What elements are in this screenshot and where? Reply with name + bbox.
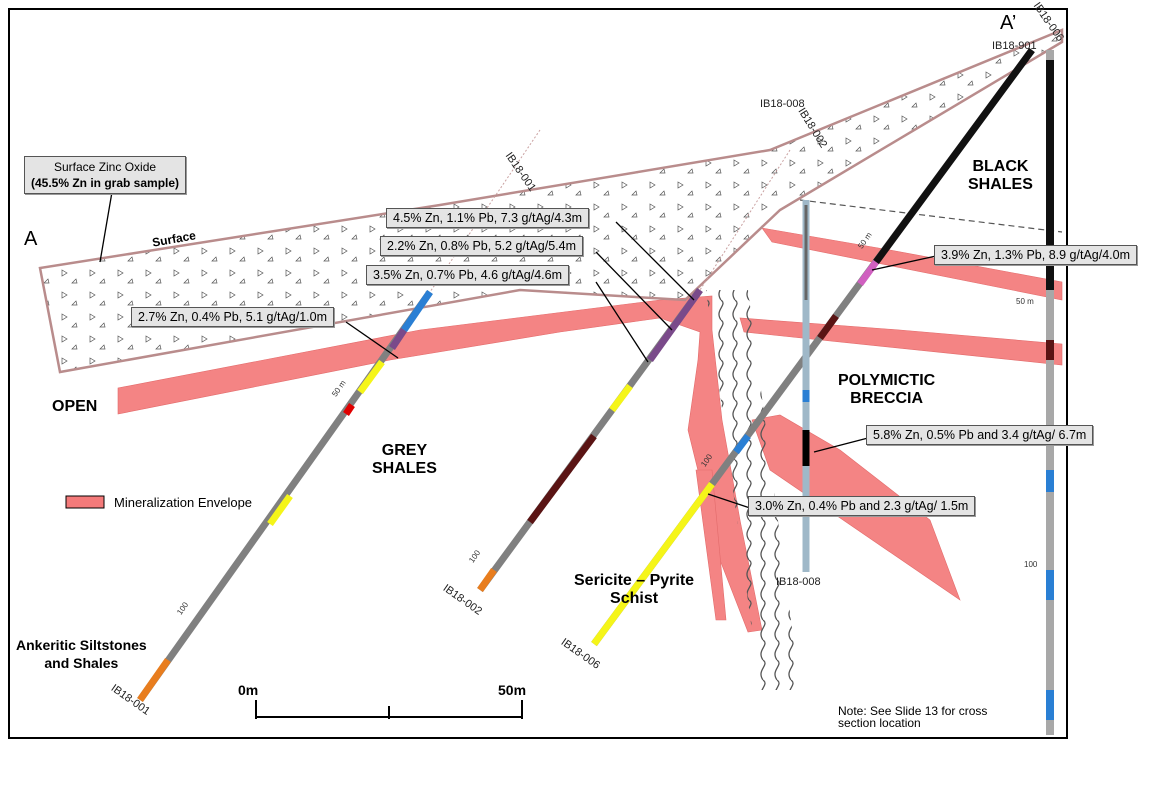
- section-end-a: A: [24, 228, 38, 250]
- callout-intercept-4: 2.7% Zn, 0.4% Pb, 5.1 g/tAg/1.0m: [131, 307, 334, 327]
- label-black-shales-line1: BLACK: [972, 158, 1029, 175]
- callout-leaders: [99, 191, 937, 511]
- note-line1: Note: See Slide 13 for cross: [838, 704, 988, 718]
- label-ankeritic-line1: Ankeritic Siltstones: [16, 637, 147, 653]
- label-polymictic-line2: BRECCIA: [850, 390, 924, 407]
- callout-surface-zinc-oxide-line2: (45.5% Zn in grab sample): [31, 176, 180, 190]
- callout-surface-zinc-oxide-line1: Surface Zinc Oxide: [54, 160, 157, 174]
- callout-intercept-2: 2.2% Zn, 0.8% Pb, 5.2 g/tAg/5.4m: [380, 236, 583, 256]
- hole-label-ib18-901-top: IB18-901: [992, 40, 1037, 52]
- fault-zone: [706, 290, 800, 690]
- label-grey-shales: GREY SHALES: [372, 442, 437, 478]
- callout-intercept-1: 4.5% Zn, 1.1% Pb, 7.3 g/tAg/4.3m: [386, 208, 589, 228]
- drillhole-ib18-002: [477, 149, 791, 593]
- note-text: Note: See Slide 13 for cross section loc…: [838, 705, 987, 729]
- depth-tick-100-ib18-901: 100: [1024, 560, 1038, 569]
- label-sericite-pyrite-schist: Sericite – Pyrite Schist: [574, 572, 694, 608]
- callout-intercept-5: 3.9% Zn, 1.3% Pb, 8.9 g/tAg/4.0m: [934, 245, 1137, 265]
- label-ankeritic-line2: and Shales: [44, 655, 119, 671]
- callout-intercept-6: 5.8% Zn, 0.5% Pb and 3.4 g/tAg/ 6.7m: [866, 425, 1094, 445]
- dashed-contact: [799, 199, 1063, 233]
- scale-bar: [255, 700, 523, 719]
- legend-label: Mineralization Envelope: [114, 495, 253, 510]
- label-ankeritic-siltstones: Ankeritic Siltstones and Shales: [16, 636, 147, 672]
- label-grey-shales-line2: SHALES: [372, 460, 437, 477]
- legend-swatch: [65, 495, 105, 509]
- depth-tick-50-ib18-901: 50 m: [1016, 297, 1034, 306]
- drillhole-ib18-006: [591, 47, 1035, 647]
- hole-label-ib18-008-top: IB18-008: [760, 98, 805, 110]
- callout-surface-zinc-oxide: Surface Zinc Oxide (45.5% Zn in grab sam…: [24, 156, 187, 194]
- label-sericite-line2: Schist: [610, 590, 659, 607]
- callout-intercept-3: 3.5% Zn, 0.7% Pb, 4.6 g/tAg/4.6m: [366, 265, 569, 285]
- label-black-shales-line2: SHALES: [968, 176, 1033, 193]
- label-polymictic-line1: POLYMICTIC: [838, 372, 936, 389]
- envelope-lower-spur: [695, 469, 727, 621]
- surface-oxide-layer: [38, 28, 1064, 374]
- section-end-a-prime: A’: [1000, 12, 1017, 34]
- note-line2: section location: [838, 716, 921, 730]
- label-black-shales: BLACK SHALES: [968, 158, 1033, 194]
- hole-label-ib18-008-bottom: IB18-008: [776, 576, 821, 588]
- scale-label-50m: 50m: [498, 682, 527, 698]
- label-sericite-line1: Sericite – Pyrite: [574, 572, 695, 589]
- label-grey-shales-line1: GREY: [381, 442, 428, 459]
- scale-label-0m: 0m: [238, 682, 259, 698]
- envelope-main: [117, 295, 763, 633]
- label-open: OPEN: [52, 398, 98, 415]
- label-polymictic-breccia: POLYMICTIC BRECCIA: [838, 372, 935, 408]
- callout-intercept-7: 3.0% Zn, 0.4% Pb and 2.3 g/tAg/ 1.5m: [748, 496, 976, 516]
- envelope-upper-right: [761, 227, 1063, 301]
